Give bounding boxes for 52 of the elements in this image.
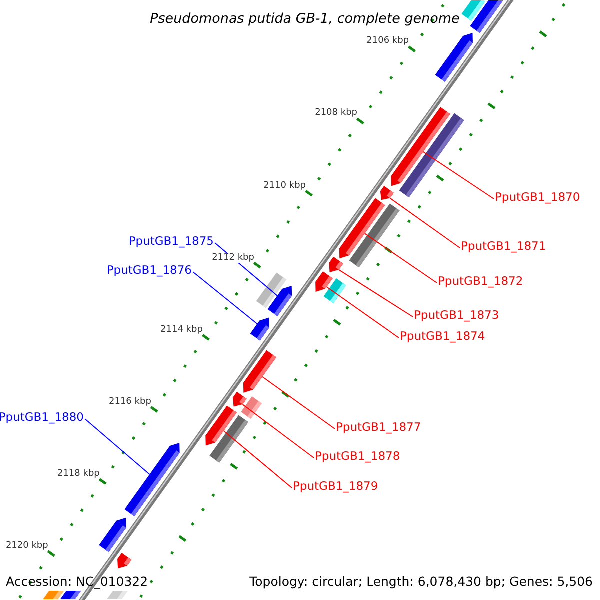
leader-line [242,404,314,458]
gene-block [316,271,333,292]
title: Pseudomonas putida GB-1, complete genome [150,13,460,27]
gene-block [399,113,464,198]
scale-label: 2112 kbp [212,254,254,263]
leader-line [262,376,336,430]
scale-label: 2108 kbp [315,109,358,118]
gene-label: PputGB1_1871 [461,241,546,253]
scale-label: 2116 kbp [109,398,152,407]
gene-label: PputGB1_1874 [400,331,486,343]
gene-block [241,396,262,419]
leader-line [338,269,414,318]
accession-text: Accession: NC_010322 [6,576,148,588]
scale-label: 2110 kbp [264,182,306,190]
gene-block [329,256,344,272]
leader-line [422,151,494,200]
gene-label: PputGB1_1878 [315,451,400,463]
scale-label: 2118 kbp [57,470,100,479]
leader-line [364,233,438,284]
gene-label: PputGB1_1876 [106,265,192,277]
gene-label: PputGB1_1877 [336,422,422,434]
gene-label: PputGB1_1879 [293,481,378,493]
gene-block [470,0,504,34]
gene-block [124,443,180,516]
gene-block [99,518,126,552]
leader-line [84,418,150,475]
leader-line [326,286,400,338]
gene-block [268,286,292,316]
gene-block [435,32,473,82]
gene-block [324,278,346,304]
gene-block [107,591,128,600]
gene-label: PputGB1_1875 [128,236,214,248]
gene-label: PputGB1_1870 [495,192,580,204]
leader-line [223,430,292,488]
gene-block [118,552,132,569]
scale-label: 2114 kbp [160,326,203,335]
scale-label: 2120 kbp [6,542,48,551]
gene-block [232,392,247,407]
gene-label: PputGB1_1872 [438,276,524,288]
gene-block [349,204,400,268]
leader-line [192,272,258,324]
gene-block [380,186,394,200]
genome-info-text: Topology: circular; Length: 6,078,430 bp; Genes: 5,506 [250,576,593,588]
scale-label: 2106 kbp [366,37,410,46]
gene-block [243,350,276,393]
leader-line [390,198,460,248]
gene-block [250,318,270,341]
gene-label: PputGB1_1873 [414,310,500,322]
gene-label: PputGB1_1880 [0,412,84,424]
gene-block [210,415,249,463]
gene-block [43,591,64,600]
gene-block [60,591,82,600]
